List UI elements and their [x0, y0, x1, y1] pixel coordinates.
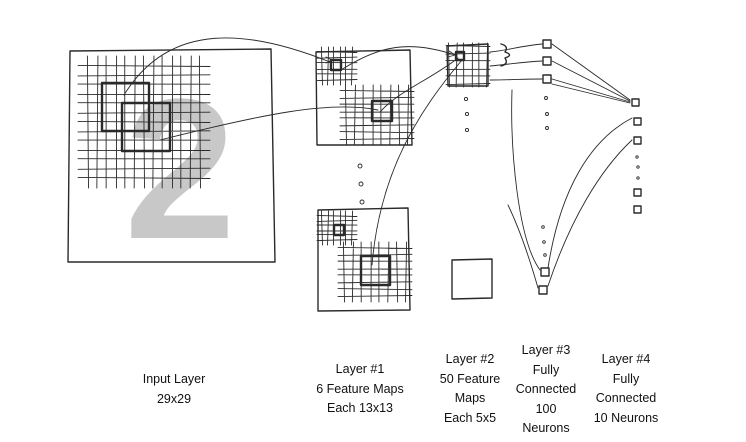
- layer4-neurons: [631, 98, 642, 214]
- arrow: [340, 46, 456, 71]
- ellipsis-dot: [635, 155, 639, 159]
- input-digit: 2: [124, 58, 235, 281]
- neuron: [540, 267, 550, 277]
- neuron: [633, 117, 642, 126]
- grid-lines: [316, 210, 358, 246]
- kernel-window-2: [120, 101, 172, 153]
- layer1-top-unit: [329, 58, 343, 72]
- ellipsis-dot: [358, 181, 364, 187]
- neuron: [542, 39, 552, 49]
- arrow: [551, 83, 631, 104]
- arrowhead: [325, 56, 333, 64]
- layer1-top-grid-small: [339, 84, 415, 146]
- arrow: [123, 37, 331, 96]
- layer1-map-bottom: [317, 207, 411, 312]
- grid-lines: [337, 241, 413, 303]
- layer1-bottom-window: [359, 254, 392, 287]
- arrow: [371, 59, 463, 266]
- input-frame: [67, 48, 276, 263]
- layer1-bottom-unit: [332, 223, 346, 237]
- layer2-map-bottom: [451, 258, 493, 300]
- layer1-label: Layer #1 6 Feature Maps Each 13x13: [316, 362, 404, 415]
- ellipsis-dot: [636, 176, 640, 180]
- ellipsis-dot: [464, 127, 470, 133]
- arrow: [547, 117, 633, 269]
- layer3-label: Layer #3 Fully Connected 100 Neurons: [515, 343, 577, 435]
- arrow: [551, 60, 631, 102]
- input-layer: 2: [67, 48, 276, 281]
- arrow: [551, 78, 631, 103]
- grid-lines: [445, 42, 491, 88]
- neuron: [631, 98, 640, 107]
- arrow: [551, 43, 631, 101]
- layer1-map-top: [315, 49, 413, 146]
- arrow: [159, 106, 379, 141]
- layer4-label: Layer #4 Fully Connected 10 Neurons: [593, 352, 659, 425]
- ellipsis-dot: [542, 240, 546, 244]
- arrowhead: [447, 50, 456, 58]
- layer2-grid: [445, 42, 491, 88]
- arrow: [507, 204, 539, 289]
- ellipsis-dot: [545, 126, 549, 130]
- layer1-bottom-grid: [337, 241, 413, 303]
- ellipsis-dot: [545, 112, 549, 116]
- ellipsis-dot: [464, 111, 470, 117]
- layer1-top-window: [370, 99, 394, 123]
- arrow: [489, 60, 543, 67]
- kernel-window-1: [100, 81, 151, 133]
- ellipsis-dot: [636, 165, 640, 169]
- arrow: [511, 89, 541, 271]
- grid-lines: [339, 84, 415, 146]
- layer1-maps: [315, 46, 415, 312]
- layer2-map-top: [446, 43, 489, 87]
- grid-lines: [316, 46, 358, 86]
- input-layer-label: Input Layer 29x29: [142, 372, 206, 406]
- layer3-neurons: [500, 39, 552, 295]
- neuron: [542, 74, 552, 84]
- arrow: [489, 43, 543, 53]
- layer2-maps: [445, 42, 493, 300]
- neuron: [538, 285, 548, 295]
- ellipsis-dot: [463, 96, 469, 102]
- arrow: [379, 57, 459, 113]
- layer1-bottom-grid-small: [316, 210, 358, 246]
- neuron: [633, 205, 642, 214]
- ellipsis-dot: [357, 163, 363, 169]
- brace: [500, 43, 511, 67]
- layer2-unit: [454, 50, 466, 62]
- connections: [123, 37, 633, 289]
- neuron: [633, 136, 642, 145]
- ellipsis-dot: [359, 199, 365, 205]
- arrow: [547, 139, 633, 287]
- ellipsis-dot: [541, 225, 545, 229]
- arrow: [489, 78, 543, 81]
- neuron: [633, 188, 642, 197]
- neuron: [542, 56, 552, 66]
- layer1-top-grid: [316, 46, 358, 86]
- ellipsis-dot: [544, 96, 548, 100]
- ellipsis-dot: [543, 253, 547, 257]
- layer2-label: Layer #2 50 Feature Maps Each 5x5: [439, 352, 501, 425]
